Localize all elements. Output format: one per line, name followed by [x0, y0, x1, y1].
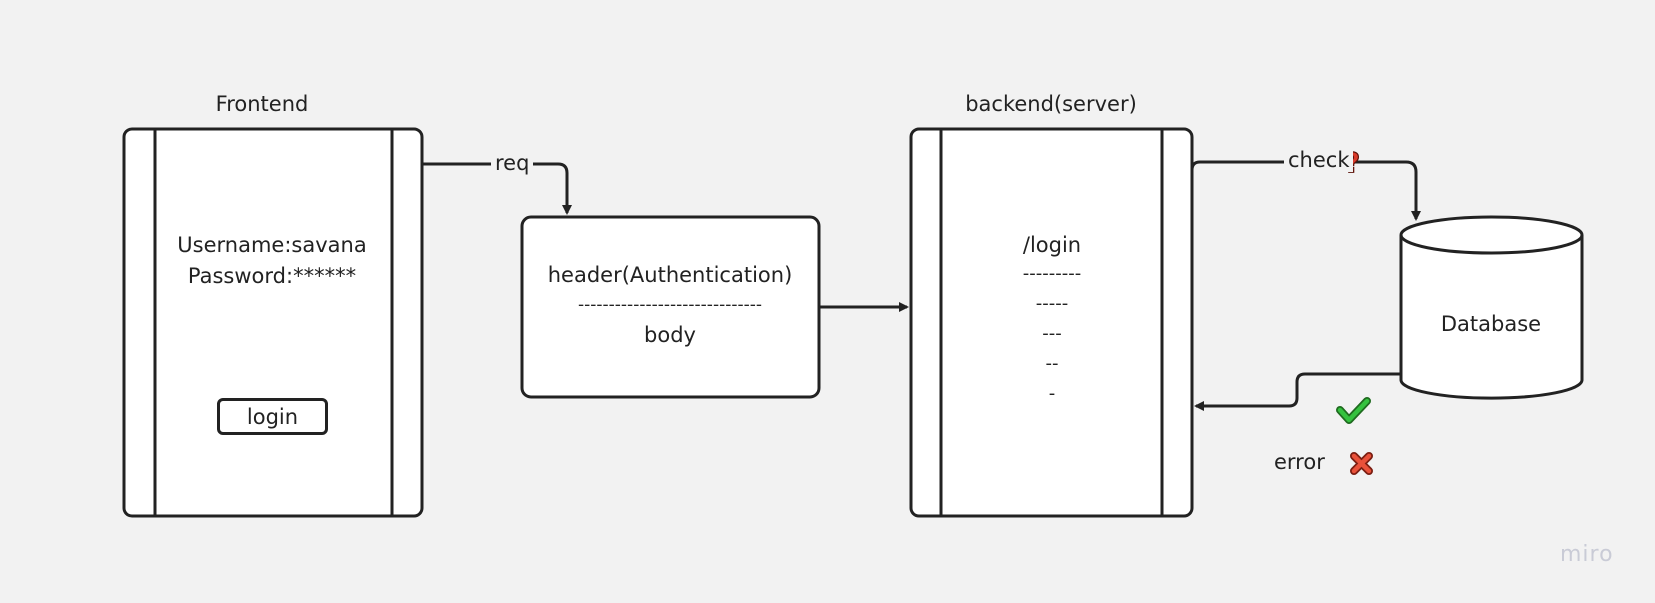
password-text: Password:******	[187, 264, 357, 288]
username-text: Username:savana	[177, 233, 367, 257]
check-edge-label: check	[1284, 148, 1354, 172]
request-body-text: body	[644, 323, 696, 347]
check-mark-icon	[1336, 397, 1371, 424]
backend-route: /login	[1022, 233, 1082, 257]
backend-line: ---	[1042, 323, 1062, 344]
miro-watermark: miro	[1560, 542, 1614, 567]
login-button[interactable]: login	[217, 398, 328, 435]
req-connector	[422, 162, 572, 215]
request-header-text: header(Authentication)	[547, 263, 793, 287]
req-edge-label: req	[491, 151, 534, 175]
frontend-panel	[122, 127, 424, 518]
database-label: Database	[1440, 312, 1542, 336]
frontend-title: Frontend	[215, 92, 309, 116]
database-cylinder	[1399, 215, 1584, 400]
cross-mark-icon	[1350, 452, 1373, 475]
request-separator: ------------------------------	[577, 295, 763, 315]
backend-panel	[909, 127, 1194, 518]
backend-line: ---------	[1022, 263, 1082, 284]
backend-line: -----	[1035, 293, 1069, 314]
backend-line: -	[1048, 383, 1056, 404]
backend-title: backend(server)	[965, 92, 1137, 116]
response-connector	[1194, 372, 1401, 411]
error-label: error	[1274, 450, 1325, 474]
backend-line: --	[1045, 353, 1059, 374]
